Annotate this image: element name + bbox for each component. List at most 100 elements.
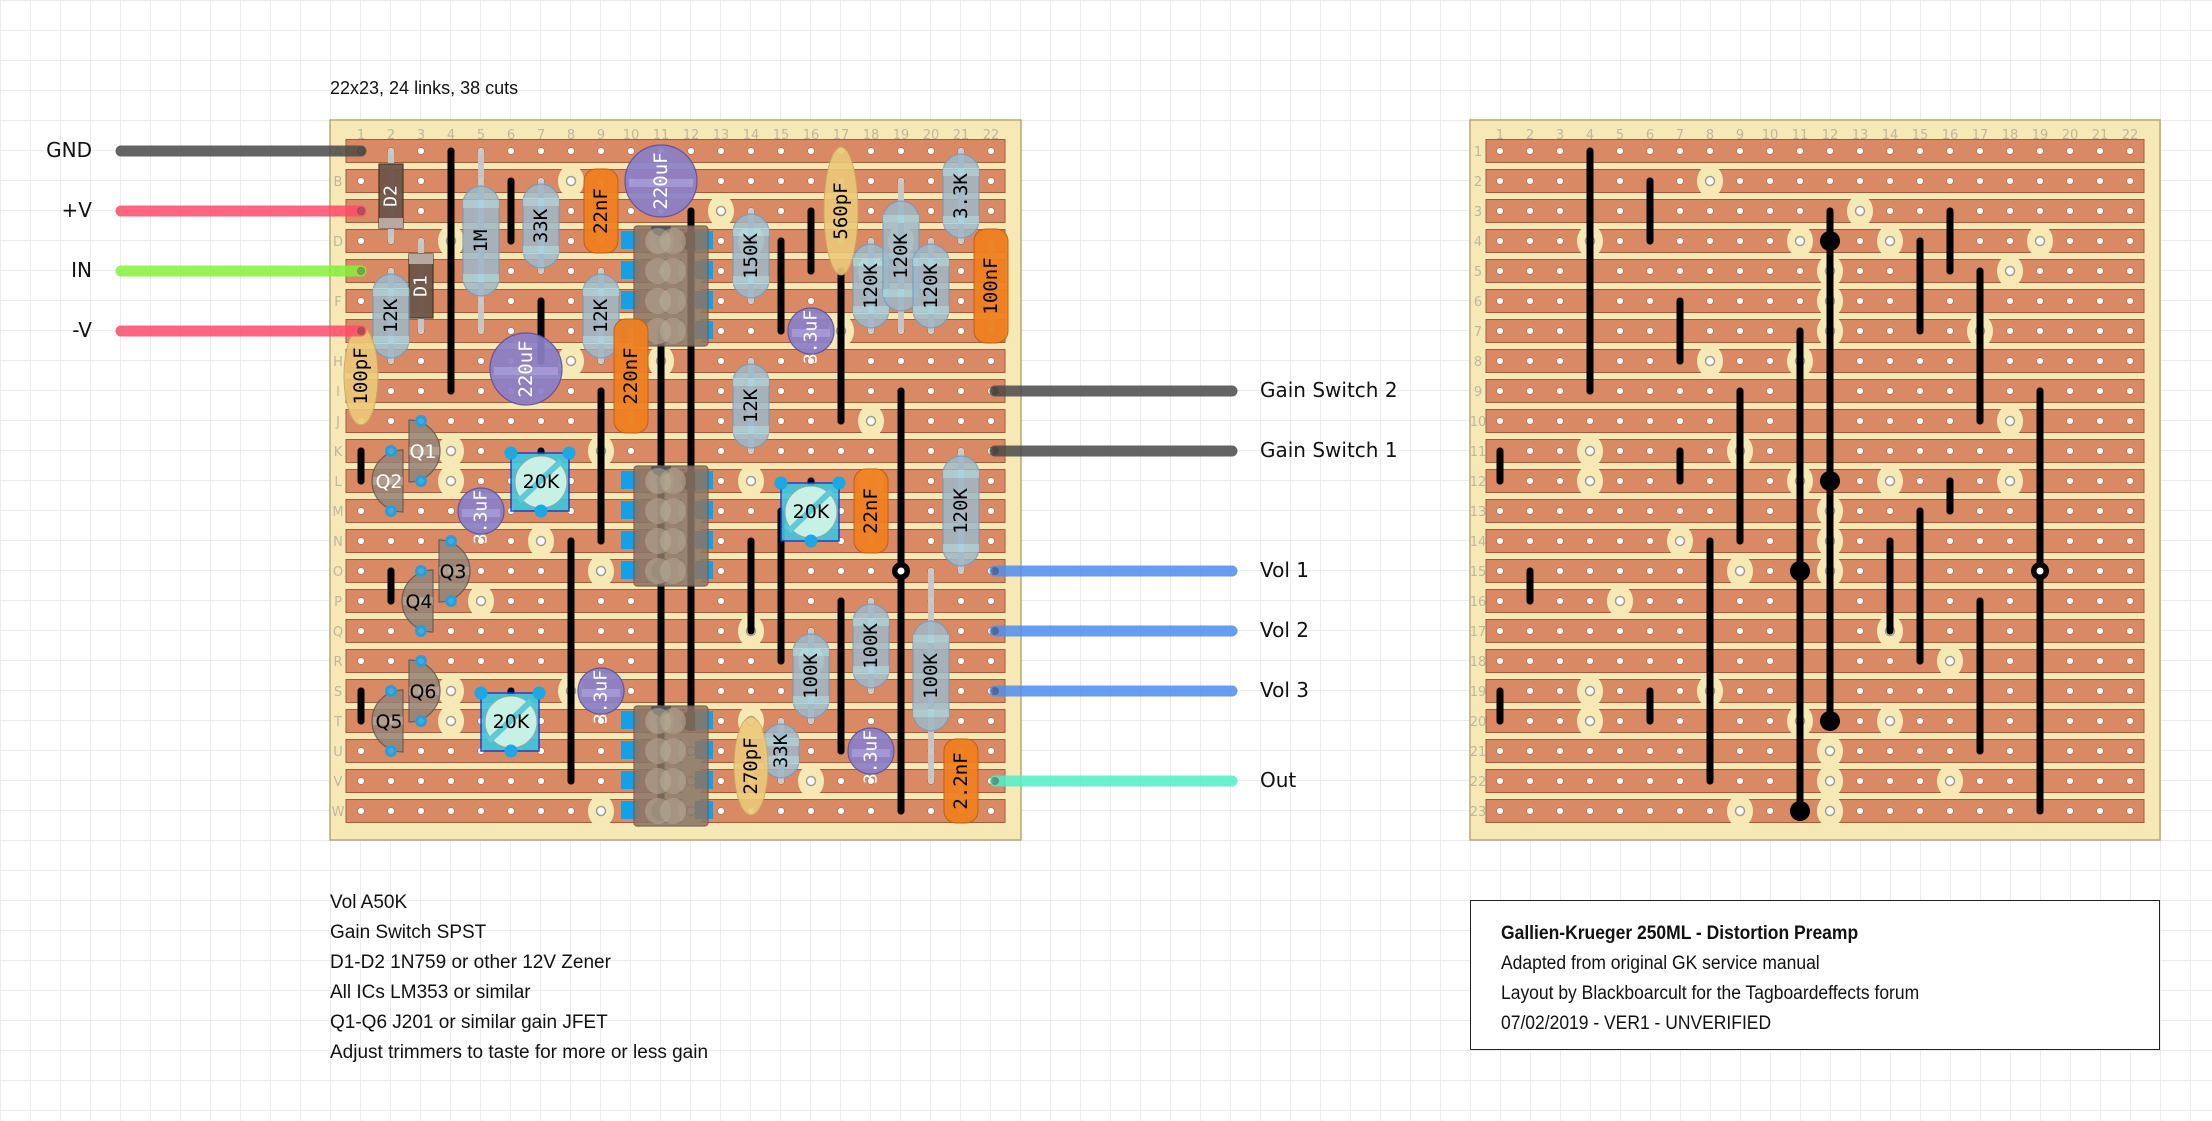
hole	[2096, 237, 2104, 245]
jfet-stripe	[409, 447, 439, 455]
jfet-label: Q6	[409, 681, 436, 703]
hole	[1766, 147, 1774, 155]
component-label: 100pF	[350, 347, 372, 404]
hole	[1766, 687, 1774, 695]
jfet-stripe	[373, 717, 403, 725]
hole	[1616, 717, 1624, 725]
hole	[1856, 447, 1864, 455]
hole	[1616, 147, 1624, 155]
trimmer-pin	[832, 476, 846, 490]
hole	[1766, 177, 1774, 185]
trimmer-potentiometer	[474, 686, 546, 758]
jfet-transistor	[438, 535, 471, 607]
row-label: V	[334, 775, 343, 790]
hole	[1586, 417, 1594, 425]
column-label: 7	[1676, 128, 1684, 143]
hole	[2096, 477, 2104, 485]
hole	[2036, 267, 2044, 275]
component-label: 2.2nF	[950, 752, 972, 809]
copper-strip	[1485, 169, 2145, 193]
hole	[717, 777, 725, 785]
resistor-band	[523, 198, 559, 206]
hole	[1496, 237, 1504, 245]
hole	[1496, 147, 1504, 155]
hole	[627, 627, 635, 635]
hole	[1616, 297, 1624, 305]
hole	[2126, 237, 2134, 245]
hole	[1646, 417, 1654, 425]
hole	[1676, 777, 1684, 785]
hole	[627, 447, 635, 455]
hole	[1916, 357, 1924, 365]
ic-pin	[660, 738, 686, 764]
row-label: 20	[1470, 715, 1487, 730]
link-junction	[1820, 231, 1840, 251]
hole	[717, 597, 725, 605]
hole	[477, 477, 485, 485]
ic-pin	[660, 768, 686, 794]
hole	[1976, 447, 1984, 455]
hole	[1916, 747, 1924, 755]
hole	[1556, 417, 1564, 425]
track-cut-hole	[1614, 595, 1626, 607]
hole	[2096, 627, 2104, 635]
track-cut-hole	[715, 205, 727, 217]
row-label: M	[332, 505, 343, 520]
hole	[1976, 207, 1984, 215]
component-label: 1M	[470, 230, 492, 253]
hole	[507, 327, 515, 335]
wire-end	[991, 447, 999, 455]
electrolytic-capacitor	[787, 307, 835, 355]
hole	[987, 537, 995, 545]
ic-pin	[660, 528, 686, 554]
column-label: 6	[1646, 128, 1654, 143]
track-cut-hole	[1824, 805, 1836, 817]
hole	[2066, 237, 2074, 245]
component-label: D2	[381, 185, 402, 207]
hole	[507, 267, 515, 275]
hole	[777, 417, 785, 425]
hole	[1616, 327, 1624, 335]
hole	[1856, 297, 1864, 305]
hole	[1526, 447, 1534, 455]
hole	[417, 507, 425, 515]
wire-end	[357, 147, 365, 155]
hole	[1676, 627, 1684, 635]
hole	[1856, 747, 1864, 755]
row-label: N	[333, 535, 343, 550]
hole	[717, 537, 725, 545]
row-label: 10	[1470, 415, 1487, 430]
wire-end	[991, 627, 999, 635]
electrolytic-stripe	[792, 329, 830, 337]
hole	[1856, 597, 1864, 605]
hole	[1706, 387, 1714, 395]
info-line: Adapted from original GK service manual	[1501, 953, 1820, 974]
hole	[2066, 537, 2074, 545]
hole	[2096, 687, 2104, 695]
trimmer-pin	[504, 744, 518, 758]
wire-end	[357, 207, 365, 215]
hole	[2066, 747, 2074, 755]
hole	[1766, 237, 1774, 245]
jfet-label: Q5	[375, 711, 402, 733]
hole	[1766, 357, 1774, 365]
hole	[1526, 687, 1534, 695]
hole	[807, 447, 815, 455]
column-label: 8	[567, 128, 575, 143]
hole	[1706, 207, 1714, 215]
hole	[1916, 777, 1924, 785]
hole	[1946, 147, 1954, 155]
hole	[1886, 327, 1894, 335]
trimmer-pin	[504, 446, 518, 460]
hole	[1946, 687, 1954, 695]
hole	[2066, 357, 2074, 365]
jfet-stripe	[409, 687, 439, 695]
hole	[2096, 777, 2104, 785]
wire-label: +V	[61, 198, 92, 222]
hole	[1646, 567, 1654, 575]
row-label: 3	[1474, 205, 1482, 220]
hole	[357, 177, 365, 185]
hole	[1586, 507, 1594, 515]
component-label: 33K	[530, 208, 552, 243]
